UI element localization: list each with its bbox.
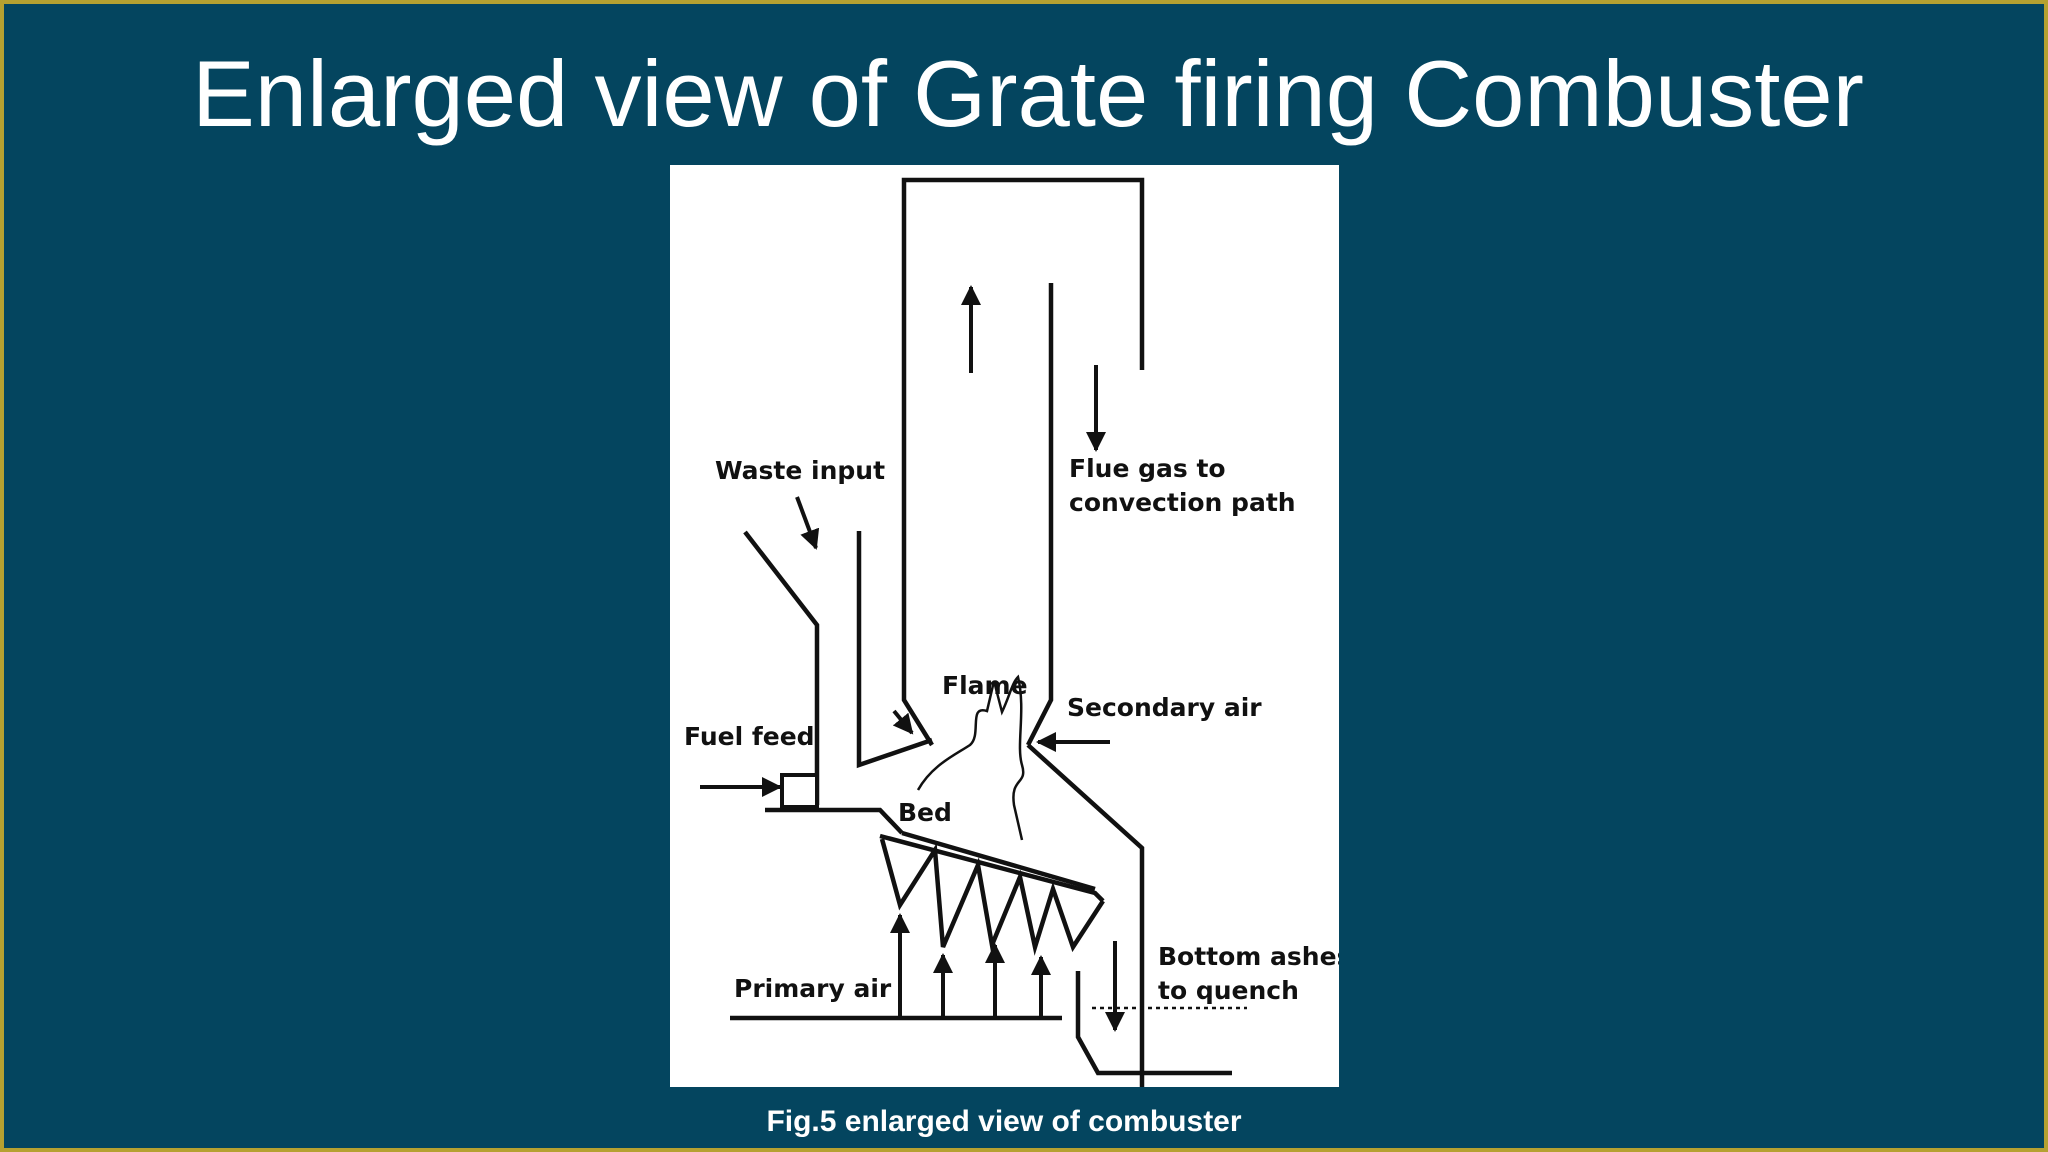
label-bottom-ashes-line1: Bottom ashes: [1158, 942, 1339, 971]
grate-teeth: [879, 838, 1105, 956]
figure-caption: Fig.5 enlarged view of combuster: [766, 1105, 1242, 1138]
label-flue-gas-line1: Flue gas to: [1069, 454, 1226, 483]
label-secondary-air: Secondary air: [1067, 693, 1262, 722]
hopper-left-wall: [743, 530, 820, 805]
label-fuel-feed: Fuel feed: [684, 722, 815, 751]
label-bed: Bed: [898, 798, 952, 827]
waste-input-arrow: [795, 496, 820, 550]
divider-wall: [1025, 283, 1054, 747]
throat-air-arrow: [892, 709, 914, 735]
label-flue-gas-line2: convection path: [1069, 488, 1296, 517]
flame-shape: [916, 674, 1025, 841]
grate-rail: [879, 833, 1105, 903]
fuel-feed-duct: [765, 807, 904, 835]
ash-chute: [1075, 971, 1232, 1076]
label-waste-input: Waste input: [715, 456, 885, 485]
fuel-feed-box: [780, 773, 819, 809]
label-flame: Flame: [942, 671, 1028, 700]
bed-top-line: [901, 830, 1096, 892]
diagram-canvas: Waste input Flue gas to convection path …: [684, 177, 1339, 1087]
label-bottom-ashes-line2: to quench: [1158, 976, 1299, 1005]
outer-flue-wall: [901, 177, 1145, 385]
combustor-diagram: Waste input Flue gas to convection path …: [670, 165, 1339, 1087]
riser-left-wall: [901, 385, 934, 747]
slide-title: Enlarged view of Grate firing Combuster: [192, 41, 1864, 146]
hopper-right-wall: [856, 531, 933, 769]
label-primary-air: Primary air: [734, 974, 892, 1003]
